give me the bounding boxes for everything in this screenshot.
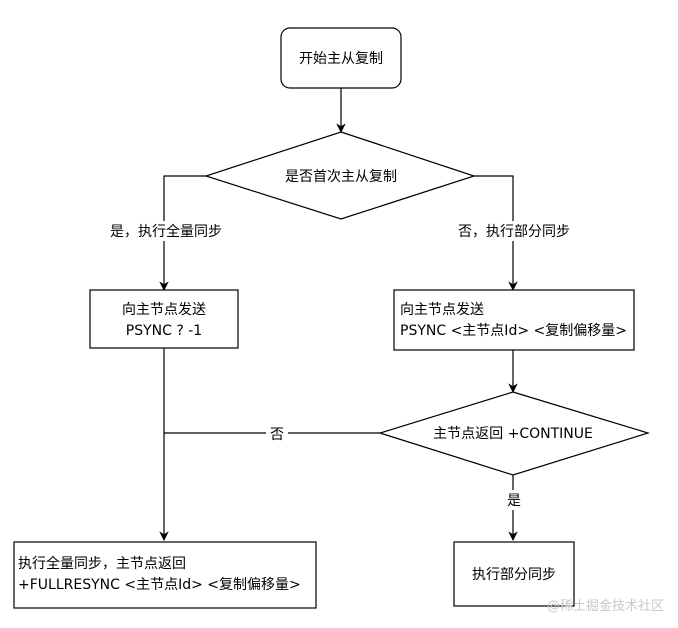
send-full-label-line2: PSYNC ? -1 (126, 323, 202, 339)
full-sync-label-line2: +FULLRESYNC <主节点Id> <复制偏移量> (18, 576, 301, 593)
start-node (280, 27, 402, 89)
full-sync-label-line1: 执行全量同步，主节点返回 (18, 555, 186, 572)
shapes (13, 27, 651, 609)
partial-sync-label: 执行部分同步 (472, 567, 556, 583)
edge-decision-right (474, 175, 518, 291)
edge-label-bg-yes (503, 490, 525, 510)
send-partial-label-line1: 向主节点发送 (400, 302, 484, 318)
decision-continue-label: 主节点返回 +CONTINUE (433, 426, 593, 442)
edge-label-no: 否 (270, 427, 284, 443)
send-partial-node (393, 289, 635, 351)
partial-sync-node (453, 541, 575, 607)
send-partial-label-line2: PSYNC <主节点Id> <复制偏移量> (400, 322, 627, 339)
edge-label-bg-left (104, 221, 228, 241)
edge-label-bg-no (266, 424, 288, 444)
edge-label-yes-full: 是，执行全量同步 (110, 223, 222, 240)
edge-label-no-partial: 否，执行部分同步 (458, 224, 570, 240)
watermark: @稀土掘金技术社区 (546, 599, 664, 614)
edge-decision-left (159, 175, 206, 291)
decision-first-node (204, 131, 476, 220)
decision-first-label: 是否首次主从复制 (285, 168, 397, 185)
edge-label-bg-right (452, 221, 576, 241)
edge-label-yes: 是 (507, 493, 521, 509)
start-label: 开始主从复制 (299, 50, 383, 67)
send-full-node (89, 289, 239, 349)
full-sync-node (13, 541, 317, 609)
send-full-label-line1: 向主节点发送 (122, 302, 206, 318)
decision-continue-node (377, 391, 651, 476)
